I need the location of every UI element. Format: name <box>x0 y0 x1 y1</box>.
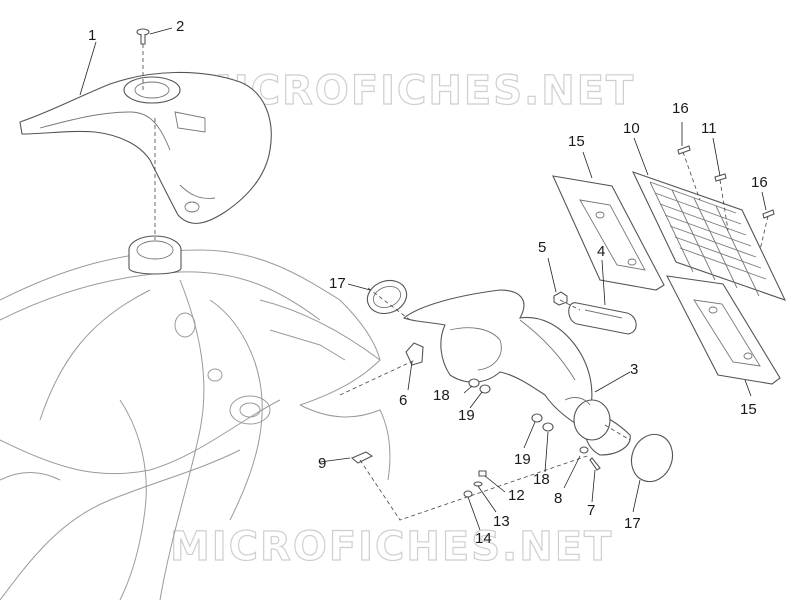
part-16-screw-top <box>677 145 691 155</box>
part-15-plate-gasket-top <box>552 175 665 291</box>
callout-13: 13 <box>493 513 510 530</box>
callout-12: 12 <box>508 487 525 504</box>
callout-6: 6 <box>399 392 407 409</box>
watermark-bottom: MICROFICHES.NET <box>170 524 613 570</box>
part-5-bulb <box>553 291 568 306</box>
callout-labels: 1 2 3 4 5 6 7 8 9 10 11 12 13 14 15 15 1… <box>88 18 768 547</box>
callout-7: 7 <box>587 502 595 519</box>
part-18-washer-left <box>468 378 480 388</box>
callout-9: 9 <box>318 455 326 472</box>
part-7-screw <box>589 457 601 471</box>
part-8-washer <box>579 446 589 454</box>
callout-16-right: 16 <box>751 174 768 191</box>
part-6-clip <box>405 342 424 366</box>
part-12-bulb-socket <box>478 470 487 477</box>
part-2-screw <box>136 28 150 45</box>
part-11-screw <box>714 173 727 182</box>
callout-16-top: 16 <box>672 100 689 117</box>
callout-8: 8 <box>554 490 562 507</box>
callout-1: 1 <box>88 27 96 44</box>
callout-18-left: 18 <box>433 387 450 404</box>
fuel-cap <box>128 235 182 275</box>
leader-lines <box>79 27 767 531</box>
part-15-plate-gasket-bottom <box>666 275 781 385</box>
callout-15-top: 15 <box>568 133 585 150</box>
callout-5: 5 <box>538 239 546 256</box>
callout-19-right: 19 <box>514 451 531 468</box>
part-19-nut-right <box>531 413 543 423</box>
callout-11: 11 <box>701 120 717 137</box>
part-9-clip <box>350 451 374 464</box>
part-3-plate-holder <box>402 289 631 456</box>
part-18-washer-right <box>542 422 554 432</box>
callout-17-right: 17 <box>624 515 641 532</box>
callout-2: 2 <box>176 18 184 35</box>
part-16-screw-right <box>762 209 775 219</box>
part-17-reflector-left <box>366 279 408 315</box>
callout-3: 3 <box>630 361 638 378</box>
part-4-lens <box>568 302 637 335</box>
part-14-plug <box>463 490 473 498</box>
callout-4: 4 <box>597 243 605 260</box>
callout-19-left: 19 <box>458 407 475 424</box>
callout-18-right: 18 <box>533 471 550 488</box>
callout-10: 10 <box>623 120 640 137</box>
assembly-lines <box>142 44 769 521</box>
callout-17-left: 17 <box>329 275 346 292</box>
part-10-plate-frame <box>631 171 787 301</box>
callout-14: 14 <box>475 530 492 547</box>
callout-15-bottom: 15 <box>740 401 757 418</box>
part-17-reflector-right <box>630 433 674 483</box>
part-13-grommet <box>473 481 483 487</box>
scooter-frame <box>0 249 391 601</box>
part-19-nut-left <box>479 384 491 394</box>
part-1-rear-cover <box>19 71 272 224</box>
